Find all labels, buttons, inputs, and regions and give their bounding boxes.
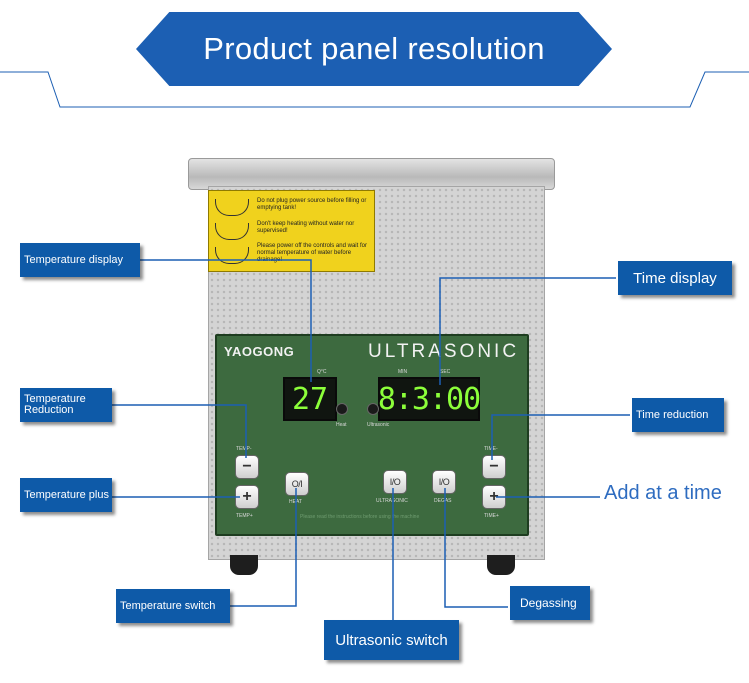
temp-plus-label: TEMP+ — [236, 513, 253, 519]
ultrasonic-indicator-light — [367, 403, 379, 415]
ultrasonic-switch-label: ULTRASONIC — [376, 498, 408, 504]
time-display: 8:3:00 — [378, 377, 481, 421]
degas-label: DEGAS — [434, 498, 452, 504]
warning-sticker: Do not plug power source before filling … — [208, 190, 375, 272]
callout-degassing: Degassing — [510, 586, 590, 620]
time-minus-button[interactable]: − — [482, 455, 506, 479]
temp-minus-button[interactable]: − — [235, 455, 259, 479]
callout-time-reduction: Time reduction — [632, 398, 724, 432]
left-foot — [230, 555, 258, 575]
warning-line-2: Don't keep heating without water nor sup… — [257, 221, 355, 234]
callout-add-at-a-time: Add at a time — [604, 482, 722, 504]
ultrasonic-switch-button[interactable]: I/O — [383, 470, 407, 494]
banner-title: Product panel resolution — [203, 31, 545, 66]
temperature-display: 27 — [283, 377, 337, 421]
ultrasonic-indicator-label: Ultrasonic — [367, 422, 390, 428]
callout-temperature-display: Temperature display — [20, 243, 140, 277]
min-label: MIN — [398, 369, 408, 375]
heat-indicator-light — [336, 403, 348, 415]
banner: Product panel resolution — [136, 12, 612, 86]
time-minus-label: TIME- — [484, 446, 498, 452]
control-panel — [215, 334, 529, 536]
callout-temperature-switch: Temperature switch — [116, 589, 230, 623]
temp-minus-label: TEMP- — [236, 446, 252, 452]
panel-footer-note: Please read the instructions before usin… — [300, 514, 420, 520]
callout-ultrasonic-switch: Ultrasonic switch — [324, 620, 459, 660]
callout-time-display: Time display — [618, 261, 732, 295]
tank-lid — [188, 158, 555, 190]
warning-line-1: Do not plug power source before filling … — [257, 198, 367, 211]
heat-switch-button[interactable]: O/I — [285, 472, 309, 496]
callout-temperature-plus: Temperature plus — [20, 478, 112, 512]
brand-name: YAOGONG — [224, 344, 295, 359]
heat-indicator-label: Heat — [336, 422, 347, 428]
model-text: ULTRASONIC — [368, 341, 520, 362]
temp-unit-label: Q°C — [317, 369, 327, 375]
sec-label: SEC — [440, 369, 451, 375]
callout-temperature-reduction: Temperature Reduction — [20, 388, 112, 422]
time-plus-label: TIME+ — [484, 513, 499, 519]
right-foot — [487, 555, 515, 575]
degas-button[interactable]: I/O — [432, 470, 456, 494]
